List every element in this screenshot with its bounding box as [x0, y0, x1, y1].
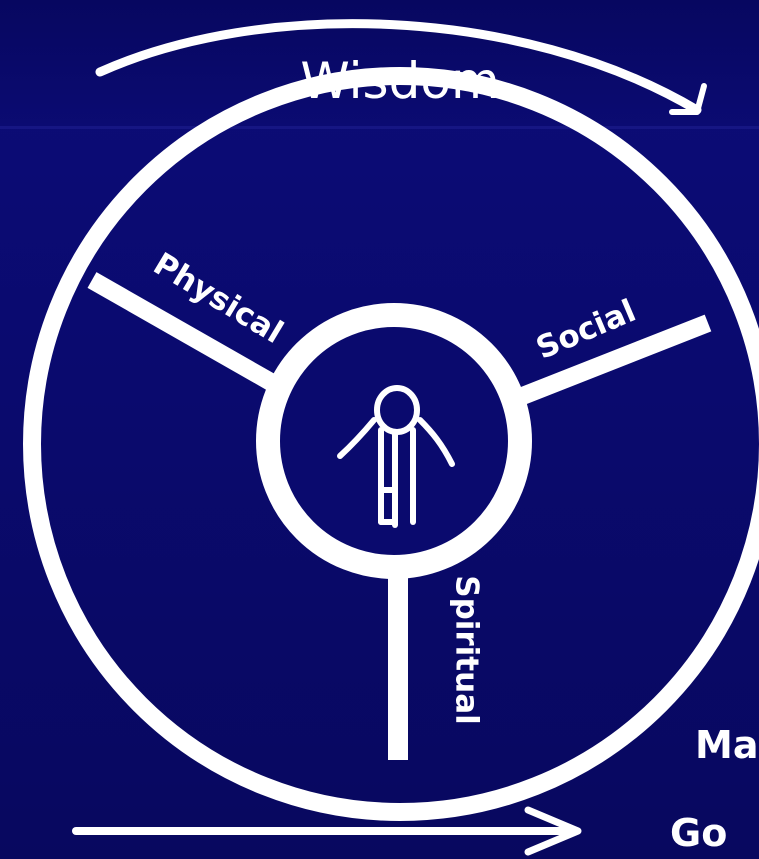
outer-wheel-ring	[23, 67, 759, 821]
bottom-right-label-line1: Ma	[695, 723, 758, 767]
bottom-arrowhead	[524, 806, 582, 856]
top-arrowhead	[669, 83, 707, 115]
spiritual-label: Spiritual	[449, 575, 485, 725]
bottom-right-label-line2: Go	[670, 811, 727, 855]
social-spoke	[516, 314, 712, 406]
physical-label: Physical	[147, 246, 289, 351]
person-icon	[337, 385, 455, 528]
top-arc-arrow	[95, 19, 702, 115]
physical-spoke	[87, 272, 281, 393]
header-divider	[0, 126, 759, 129]
